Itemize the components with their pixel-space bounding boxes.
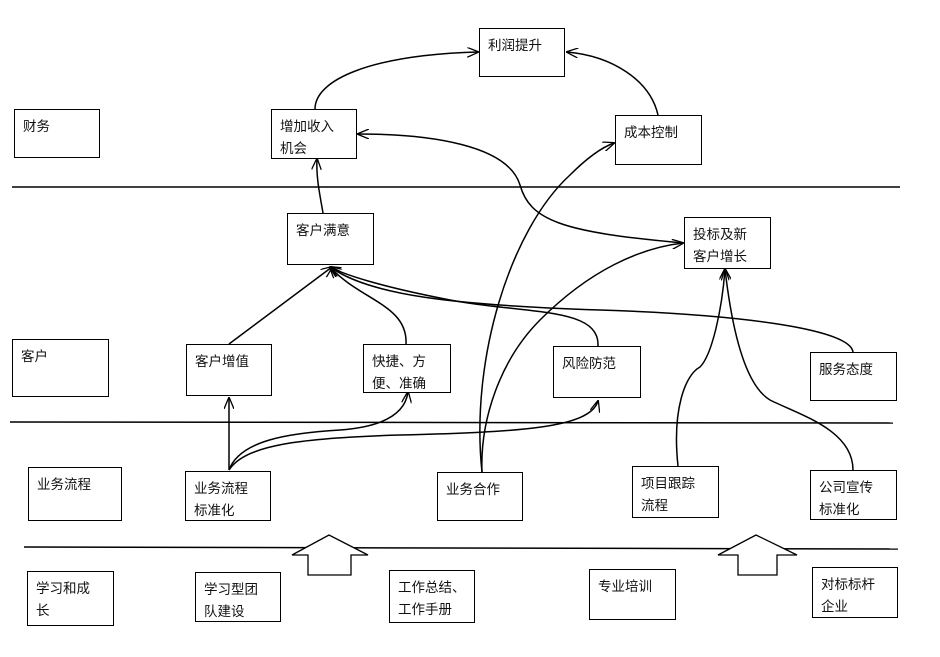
edge-revenue-to-profit — [314, 52, 478, 110]
node-training: 专业培训 — [589, 569, 676, 620]
node-cooperation: 业务合作 — [437, 472, 523, 521]
node-profit: 利润提升 — [479, 28, 565, 77]
edge-risk-to-satisfaction — [330, 267, 599, 347]
node-cost: 成本控制 — [615, 115, 702, 165]
node-satisfaction: 客户满意 — [287, 213, 374, 265]
edge-tracking-to-bidding — [675, 269, 725, 467]
edge-cooperation-to-bidding — [481, 243, 683, 473]
edge-service-to-satisfaction — [330, 267, 854, 353]
node-risk: 风险防范 — [553, 346, 641, 398]
node-team: 学习型团 队建设 — [195, 572, 281, 622]
edge-fast-to-satisfaction — [330, 267, 407, 345]
node-value: 客户增值 — [186, 344, 272, 396]
edge-promotion-to-bidding — [725, 269, 854, 471]
separator-customer-process — [9, 421, 894, 424]
node-fast: 快捷、方 便、准确 — [363, 344, 451, 393]
node-tracking: 项目跟踪 流程 — [632, 466, 719, 518]
edge-standard-to-fast — [228, 392, 408, 471]
node-promotion: 公司宣传 标准化 — [810, 470, 897, 520]
node-standard: 业务流程 标准化 — [185, 471, 271, 521]
node-service: 服务态度 — [810, 352, 897, 401]
node-benchmark: 对标标杆 企业 — [812, 567, 898, 618]
edge-bidding-revenue-link — [358, 134, 684, 244]
node-summary: 工作总结、 工作手册 — [389, 570, 475, 623]
block-arrow-left — [291, 534, 369, 576]
layer-finance: 财务 — [14, 109, 100, 158]
node-revenue: 增加收入 机会 — [271, 109, 357, 159]
edge-value-to-satisfaction — [228, 267, 332, 345]
edge-satisfaction-to-revenue — [317, 159, 324, 214]
edge-standard-to-risk — [228, 401, 598, 471]
node-bidding: 投标及新 客户增长 — [684, 217, 771, 269]
edge-cooperation-to-cost — [479, 143, 614, 473]
layer-process: 业务流程 — [28, 467, 122, 521]
layer-learning: 学习和成 长 — [27, 571, 114, 626]
edge-cost-to-profit — [567, 52, 659, 116]
layer-customer: 客户 — [12, 339, 109, 397]
block-arrow-right — [717, 534, 798, 576]
